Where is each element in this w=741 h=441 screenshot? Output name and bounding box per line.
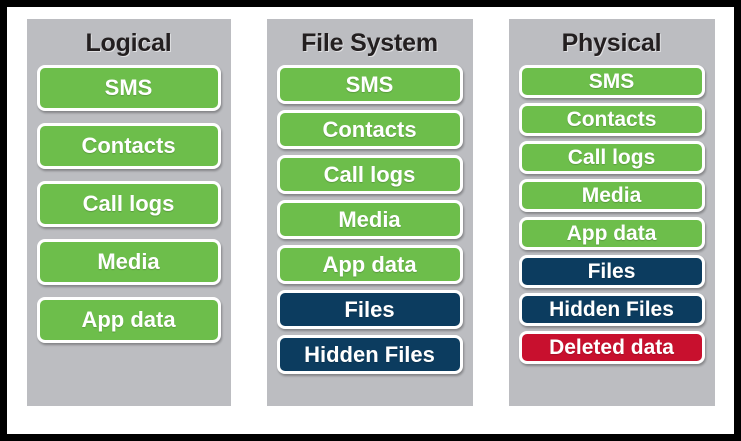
data-item-contacts[interactable]: Contacts <box>276 110 463 149</box>
column-title-file-system: File System <box>301 29 438 57</box>
data-item-hidden-files[interactable]: Hidden Files <box>518 293 705 326</box>
column-physical: Physical SMS Contacts Call logs Media Ap… <box>508 19 715 406</box>
data-item-call-logs[interactable]: Call logs <box>518 141 705 174</box>
data-item-sms[interactable]: SMS <box>276 65 463 104</box>
data-item-media[interactable]: Media <box>518 179 705 212</box>
data-item-app-data[interactable]: App data <box>276 245 463 284</box>
data-item-media[interactable]: Media <box>276 200 463 239</box>
columns-container: Logical SMS Contacts Call logs Media App… <box>7 7 734 434</box>
data-item-app-data[interactable]: App data <box>518 217 705 250</box>
data-item-files[interactable]: Files <box>518 255 705 288</box>
data-item-deleted-data[interactable]: Deleted data <box>518 331 705 364</box>
data-item-contacts[interactable]: Contacts <box>36 123 221 169</box>
data-item-sms[interactable]: SMS <box>36 65 221 111</box>
column-title-logical: Logical <box>85 29 172 57</box>
data-item-contacts[interactable]: Contacts <box>518 103 705 136</box>
column-logical: Logical SMS Contacts Call logs Media App… <box>26 19 231 406</box>
item-list-physical: SMS Contacts Call logs Media App data Fi… <box>518 65 705 396</box>
item-list-logical: SMS Contacts Call logs Media App data <box>36 65 221 396</box>
data-item-files[interactable]: Files <box>276 290 463 329</box>
data-item-hidden-files[interactable]: Hidden Files <box>276 335 463 374</box>
column-title-physical: Physical <box>561 29 662 57</box>
column-file-system: File System SMS Contacts Call logs Media… <box>266 19 473 406</box>
item-list-file-system: SMS Contacts Call logs Media App data Fi… <box>276 65 463 396</box>
data-item-call-logs[interactable]: Call logs <box>276 155 463 194</box>
data-item-media[interactable]: Media <box>36 239 221 285</box>
data-item-call-logs[interactable]: Call logs <box>36 181 221 227</box>
data-item-sms[interactable]: SMS <box>518 65 705 98</box>
data-item-app-data[interactable]: App data <box>36 297 221 343</box>
